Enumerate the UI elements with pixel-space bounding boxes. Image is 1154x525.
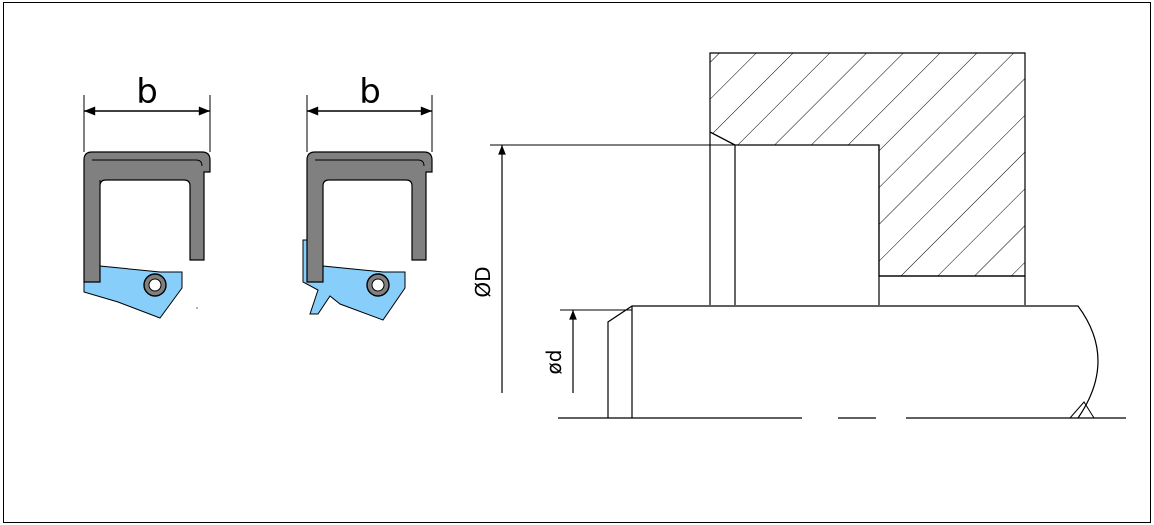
- shaft-section: [607, 305, 1099, 419]
- right-width-label: b: [359, 72, 381, 112]
- left-seal-icon: b: [83, 72, 211, 319]
- shaft-diameter-label: ød: [542, 350, 566, 375]
- left-width-label: b: [136, 72, 158, 112]
- left-metal-case: [83, 151, 211, 283]
- housing-bore-chamfer: [709, 131, 736, 146]
- right-rubber-lip: [302, 239, 406, 321]
- right-metal-case: [306, 151, 433, 283]
- housing-section: [709, 52, 1026, 277]
- right-seal-icon: b: [302, 72, 433, 321]
- drawing-frame: [3, 2, 1151, 523]
- assembly-section-icon: ØD ød: [471, 52, 1126, 419]
- outer-diameter-label: ØD: [471, 266, 495, 297]
